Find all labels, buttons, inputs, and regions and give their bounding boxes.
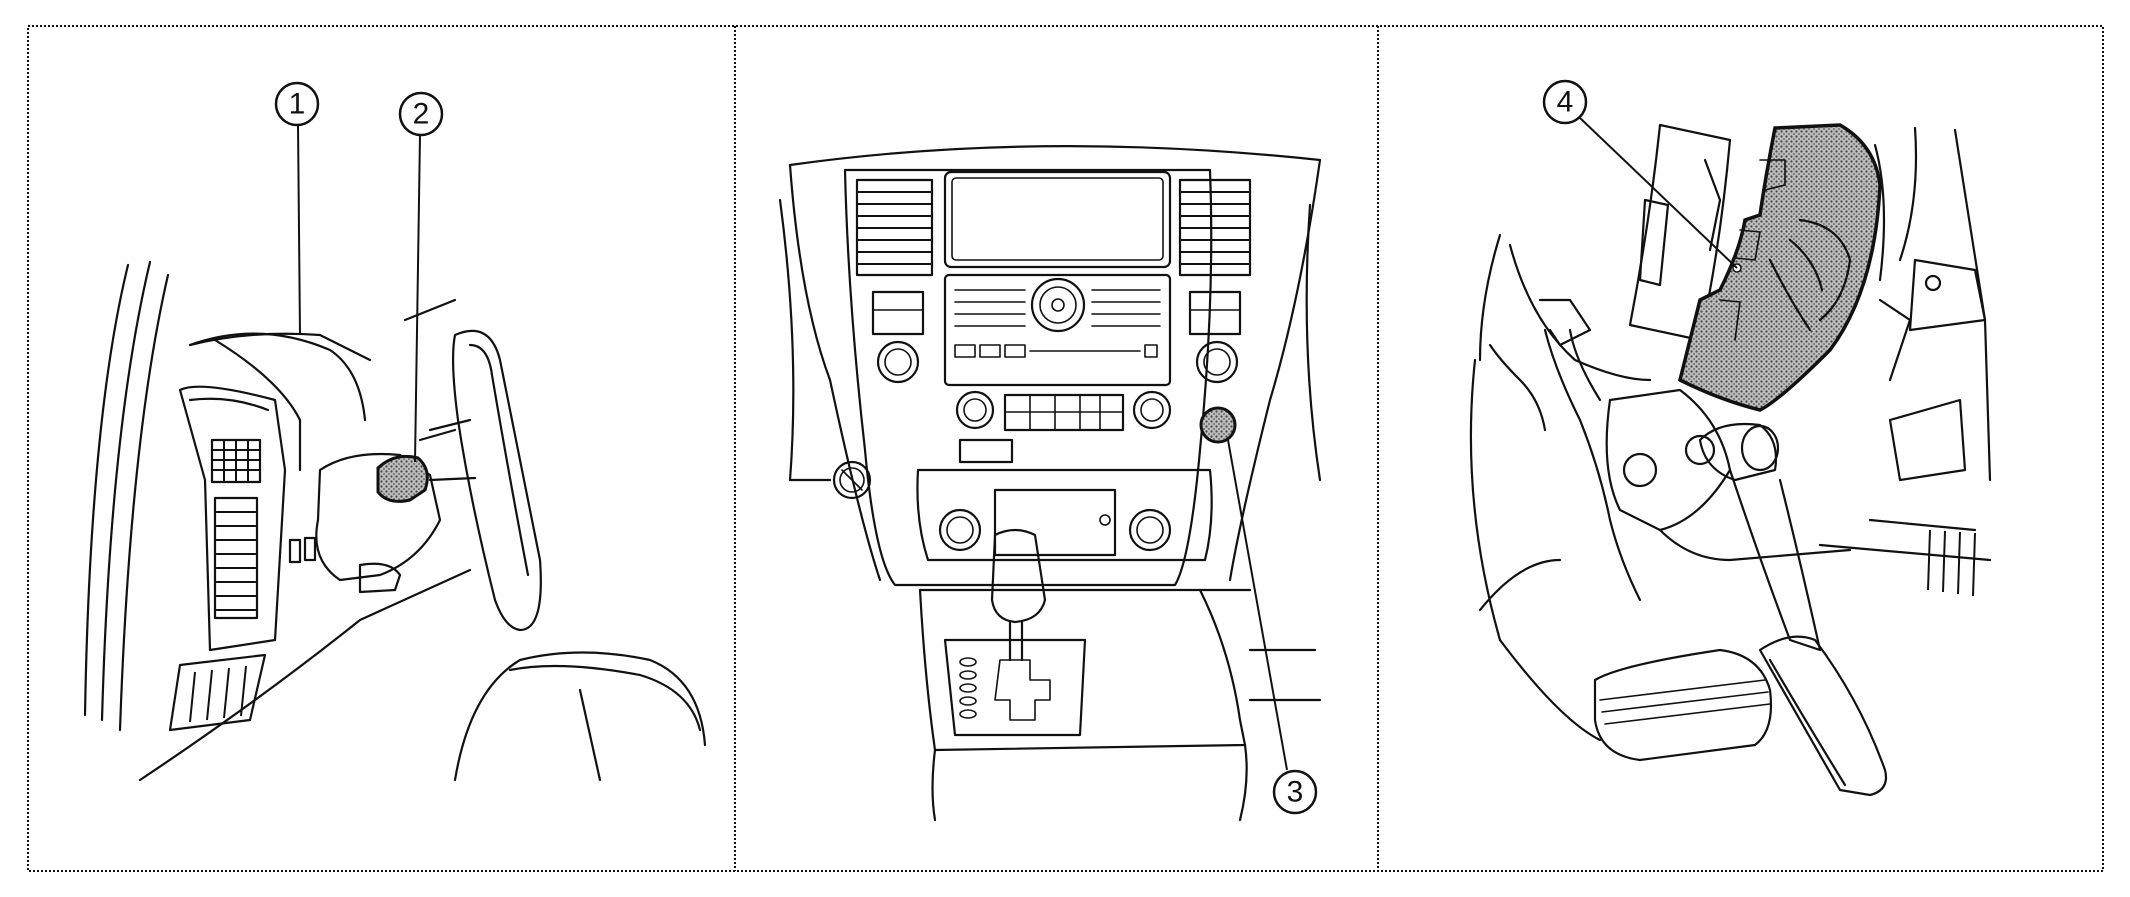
callout-3: 3 [1227,439,1318,815]
outer-frame [27,25,2104,872]
highlighted-part-2 [376,454,429,503]
callout-3-label: 3 [1287,776,1304,809]
panel-center-console [778,145,1322,822]
callout-2-label: 2 [413,98,430,131]
callout-1: 1 [274,81,320,336]
highlighted-part-3 [1199,406,1237,444]
callout-4: 4 [1542,79,1738,269]
panel-under-dash [1469,123,1992,797]
callout-1-label: 1 [289,88,306,121]
callout-2: 2 [398,91,444,463]
panel-steering-column [83,260,707,782]
callout-4-label: 4 [1557,86,1574,119]
highlighted-part-4 [1677,123,1882,412]
